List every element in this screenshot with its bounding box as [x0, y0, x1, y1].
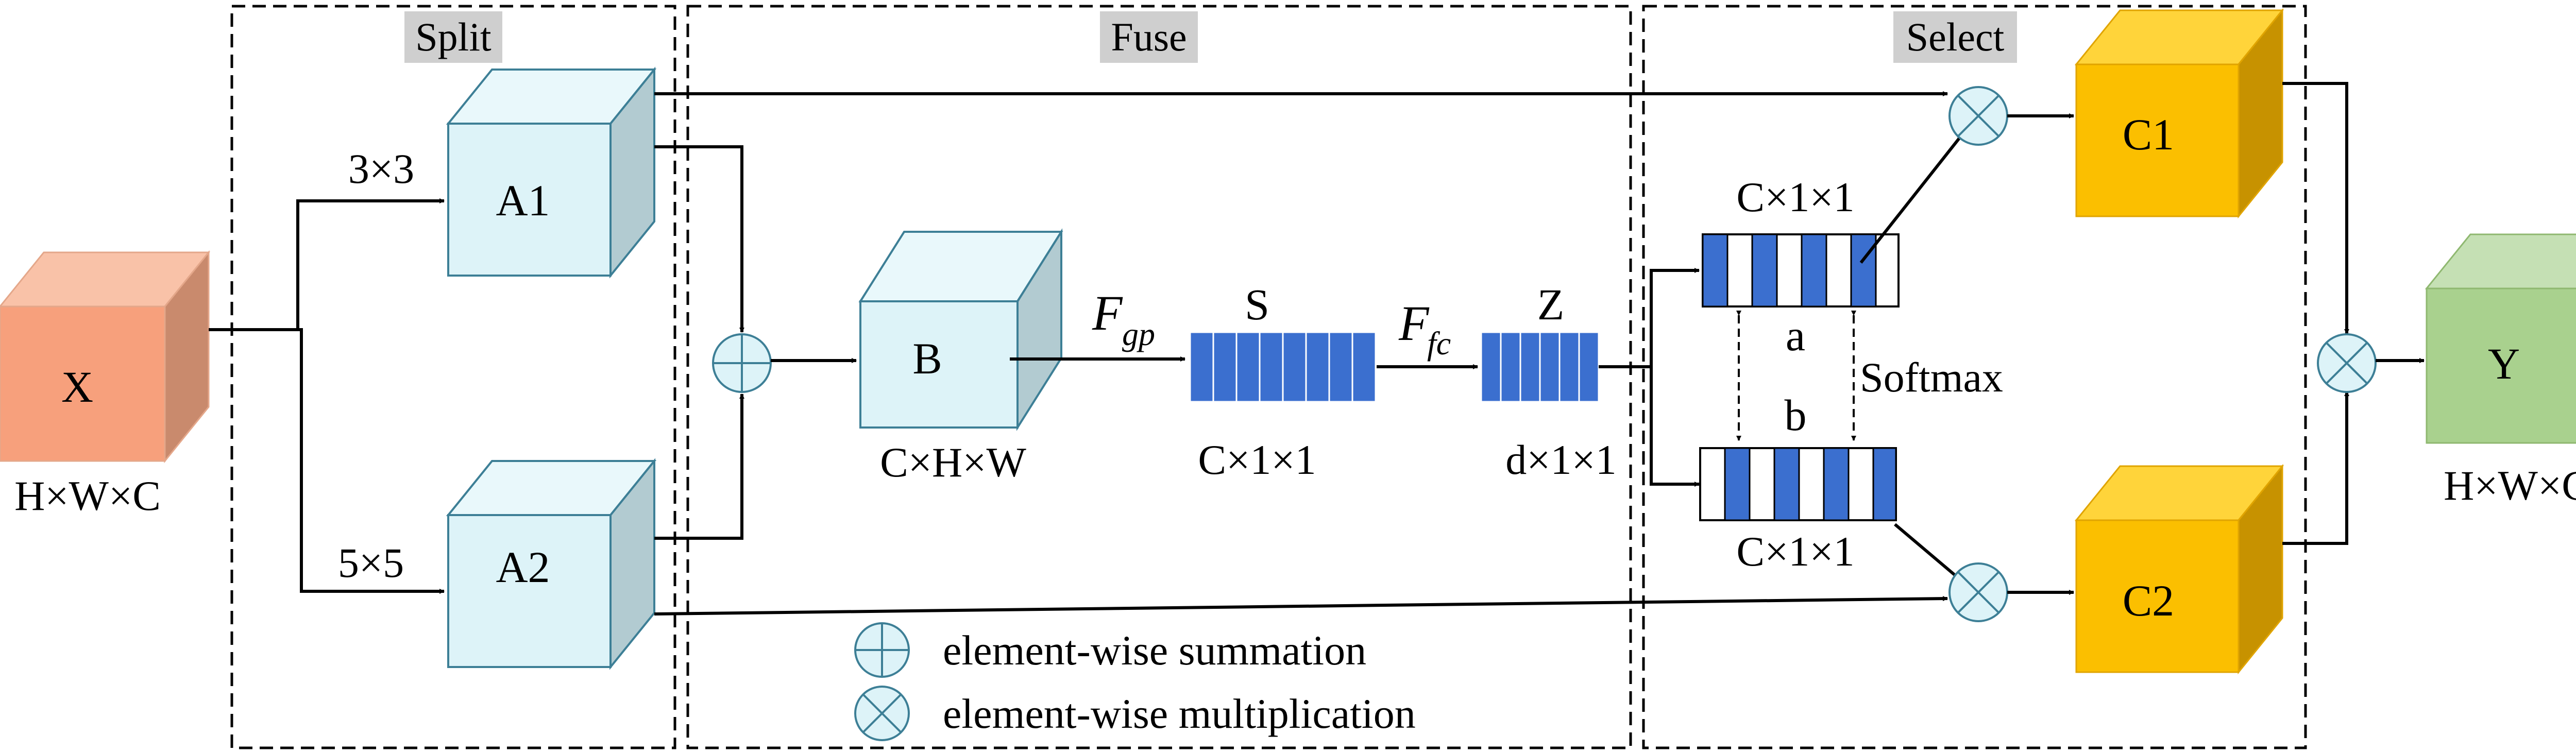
- branch-to-mul-connectors: [654, 91, 1948, 616]
- select-title-bg: [1893, 11, 2017, 63]
- fgp-label: F: [1092, 285, 1123, 340]
- select-title: Select: [1906, 14, 2005, 59]
- b-vector: [1699, 447, 1897, 521]
- output-cube-y: [2425, 233, 2576, 444]
- split-connectors: [209, 198, 445, 594]
- mul-to-c-connectors: [2007, 113, 2074, 595]
- c2-label: C2: [2123, 576, 2174, 625]
- a2-label: A2: [496, 542, 550, 592]
- fuse-section: [686, 5, 1632, 749]
- legend-sum-label: element-wise summation: [943, 627, 1366, 674]
- b-label: B: [912, 334, 942, 383]
- legend-sum-icon: [854, 622, 910, 678]
- softmax-arrows: [1736, 311, 1856, 441]
- attention-to-mul-connectors: [1859, 134, 1963, 583]
- fuse-title-bg: [1100, 11, 1198, 63]
- z-label: Z: [1537, 280, 1565, 329]
- fgp-subscript: gp: [1122, 316, 1155, 352]
- z-vector: [1480, 331, 1600, 403]
- mul-operator-2-icon: [1948, 562, 2008, 622]
- b-vector-label: b: [1785, 390, 1807, 440]
- mul-operator-final-icon: [2317, 333, 2377, 393]
- branch-cube-a1: [446, 66, 657, 279]
- split-title-bg: [404, 11, 502, 63]
- a-dims: C×1×1: [1736, 174, 1854, 220]
- c-to-final-mul-connectors: [2282, 82, 2349, 545]
- sum-operator-icon: [712, 333, 772, 393]
- input-dims: H×W×C: [14, 472, 161, 519]
- branch-cube-a2: [446, 458, 657, 670]
- ffc-label: F: [1398, 296, 1430, 351]
- kernel-5x5-label: 5×5: [338, 539, 404, 586]
- output-label: Y: [2488, 339, 2520, 388]
- s-dims: C×1×1: [1198, 436, 1316, 483]
- legend-mul-label: element-wise multiplication: [943, 690, 1416, 737]
- a-vector: [1702, 233, 1900, 307]
- legend-mul-icon: [854, 686, 910, 741]
- split-section: [230, 5, 676, 749]
- b-dims: C×H×W: [880, 439, 1026, 486]
- input-cube-x: [0, 250, 211, 464]
- kernel-3x3-label: 3×3: [348, 145, 414, 192]
- ffc-subscript: fc: [1427, 325, 1451, 362]
- z-dims: d×1×1: [1505, 436, 1617, 483]
- fused-cube-b: [858, 228, 1063, 431]
- b-vector-dims: C×1×1: [1736, 528, 1854, 575]
- select-section: [1642, 5, 2307, 749]
- a1-label: A1: [496, 176, 550, 225]
- c1-cube: [2074, 8, 2284, 219]
- softmax-label: Softmax: [1860, 354, 2003, 401]
- c2-cube: [2074, 464, 2284, 675]
- input-label: X: [61, 362, 93, 412]
- output-dims: H×W×C: [2444, 462, 2576, 509]
- branch-to-sum-connectors: [654, 145, 744, 540]
- c1-label: C1: [2123, 110, 2174, 159]
- fuse-title: Fuse: [1111, 14, 1187, 59]
- s-label: S: [1245, 280, 1269, 329]
- a-label: a: [1786, 311, 1805, 360]
- s-vector: [1189, 331, 1377, 403]
- mul-operator-1-icon: [1948, 86, 2008, 146]
- z-to-attention-connectors: [1599, 268, 1700, 487]
- split-title: Split: [415, 14, 492, 59]
